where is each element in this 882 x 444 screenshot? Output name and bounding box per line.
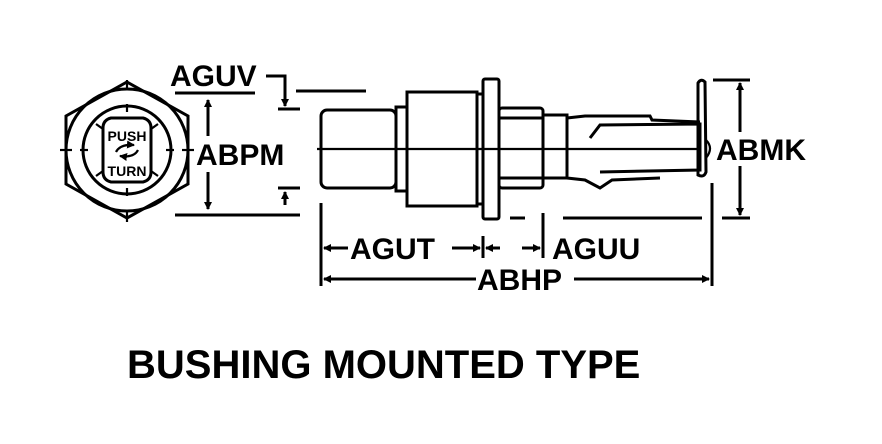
end-view-hex-nut: PUSH TURN xyxy=(60,80,194,222)
knob-push-text: PUSH xyxy=(108,128,147,144)
label-agut: AGUT xyxy=(350,233,435,266)
knob-turn-text: TURN xyxy=(108,163,147,179)
dimension-horizontal: AGUT AGUU ABHP xyxy=(319,183,714,297)
label-abhp: ABHP xyxy=(477,264,562,297)
label-aguu: AGUU xyxy=(552,233,640,266)
label-aguv: AGUV xyxy=(170,60,257,93)
diagram-title: BUSHING MOUNTED TYPE xyxy=(127,343,640,387)
dimension-abpm-aguv: ABPM AGUV xyxy=(170,60,366,217)
label-abmk: ABMK xyxy=(716,134,806,167)
rotate-arrow-icon xyxy=(115,140,135,153)
side-view-switch xyxy=(317,77,712,221)
dimension-abmk: ABMK xyxy=(713,78,806,220)
label-abpm: ABPM xyxy=(196,139,284,172)
